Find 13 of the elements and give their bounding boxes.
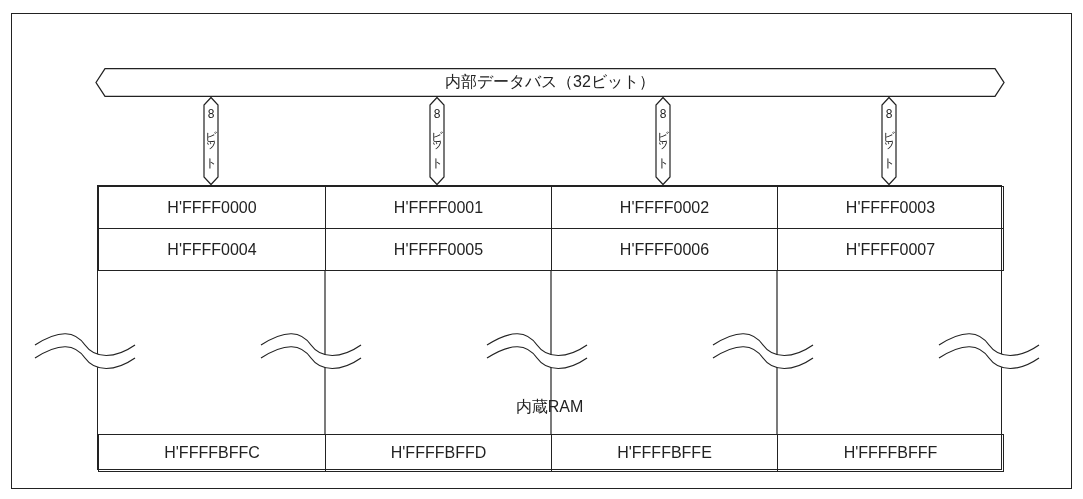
bit-width-label: 8ビット (883, 107, 895, 163)
bit-width-label: 8ビット (205, 107, 217, 163)
address-cell: H'FFFF0000 (98, 186, 326, 229)
bit-width-label: 8ビット (431, 107, 443, 163)
address-cell: H'FFFFBFFE (551, 434, 778, 472)
address-cell: H'FFFFBFFF (777, 434, 1004, 472)
address-cell: H'FFFF0004 (98, 228, 326, 271)
address-cell: H'FFFFBFFC (98, 434, 326, 472)
bus-label: 内部データバス（32ビット） (445, 72, 655, 92)
address-cell: H'FFFFBFFD (325, 434, 552, 472)
address-cell: H'FFFF0003 (777, 186, 1004, 229)
bit-width-label: 8ビット (657, 107, 669, 163)
address-cell: H'FFFF0007 (777, 228, 1004, 271)
